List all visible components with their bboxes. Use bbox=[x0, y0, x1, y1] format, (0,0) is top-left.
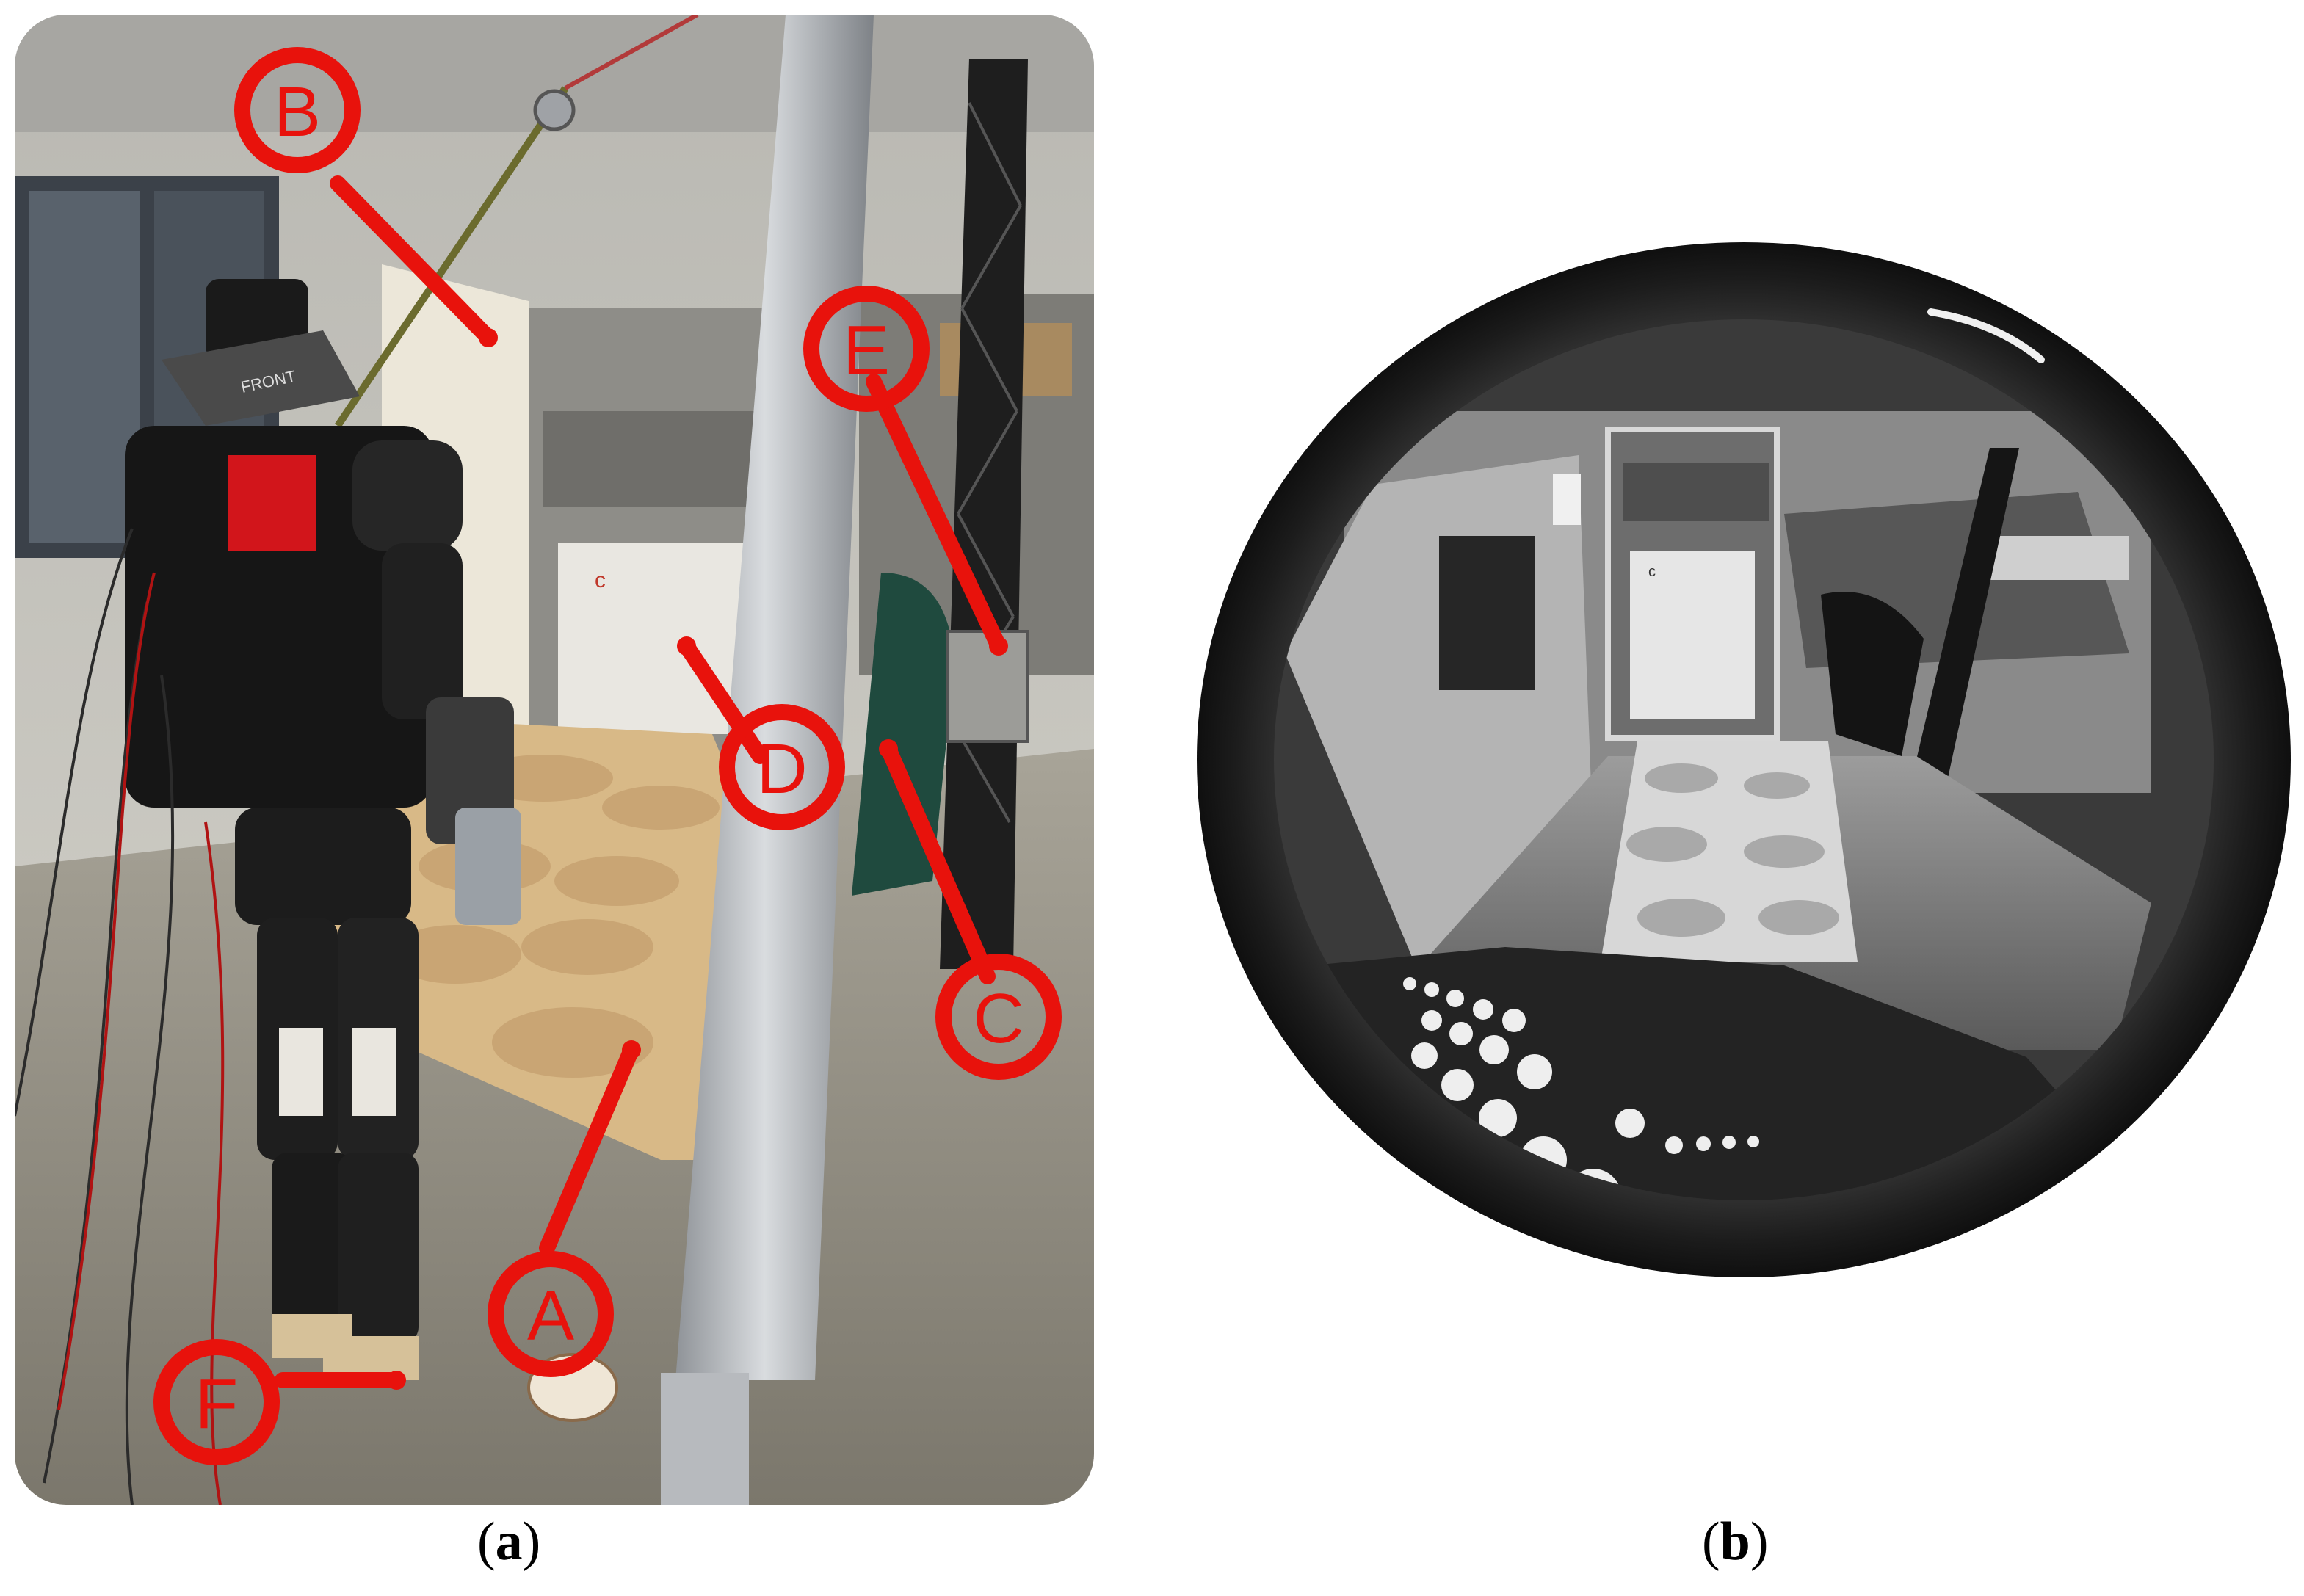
humanoid-robot: FRONT bbox=[15, 279, 521, 1505]
callout-f: F bbox=[195, 1365, 239, 1443]
red-control-box bbox=[228, 455, 316, 551]
caption-a-letter: a bbox=[495, 1512, 523, 1572]
callout-a: A bbox=[527, 1277, 574, 1355]
caption-b-letter: b bbox=[1720, 1512, 1750, 1572]
cabinet-mark: c bbox=[595, 568, 606, 592]
lab-photo-panel: c bbox=[15, 15, 1094, 1505]
aluminium-frame bbox=[675, 15, 874, 1380]
green-chair bbox=[852, 573, 954, 896]
fisheye-camera-panel: c bbox=[1197, 242, 2291, 1277]
caption-panel-b: (b) bbox=[1702, 1512, 1769, 1572]
caption-panel-a: (a) bbox=[477, 1512, 541, 1572]
callout-d: D bbox=[756, 730, 807, 808]
callout-c: C bbox=[973, 979, 1024, 1058]
fisheye-cabinet-mark: c bbox=[1648, 564, 1656, 580]
callout-e: E bbox=[843, 311, 890, 390]
fisheye-cabinet bbox=[1630, 551, 1755, 719]
callout-b: B bbox=[274, 73, 321, 151]
camera-mount bbox=[946, 630, 1029, 743]
